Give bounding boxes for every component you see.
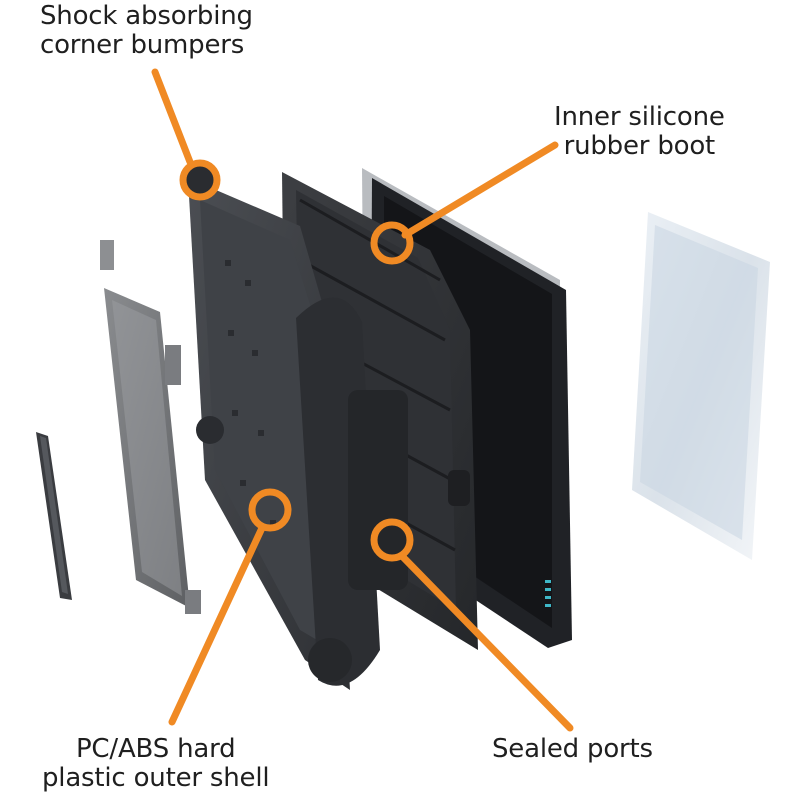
callout-bumpers — [151, 68, 221, 201]
label-sealed-ports-line1: Sealed ports — [492, 734, 653, 764]
shell-ventilation-holes — [225, 260, 276, 526]
outer-hard-shell — [180, 162, 408, 690]
label-rubber-boot: Inner silicone rubber boot — [554, 103, 725, 161]
callout-ports — [370, 518, 574, 732]
screen-protector-glass — [632, 212, 770, 560]
port-cover-strip — [36, 432, 72, 600]
status-indicator-lights — [545, 580, 551, 607]
label-corner-bumpers: Shock absorbing corner bumpers — [40, 2, 253, 60]
callout-boot — [370, 141, 559, 265]
label-rubber-boot-line2: rubber boot — [563, 131, 716, 161]
label-corner-bumpers-line2: corner bumpers — [40, 30, 245, 60]
label-outer-shell-line2: plastic outer shell — [42, 763, 270, 793]
back-mounting-plate — [100, 240, 201, 614]
sealed-port-cover — [348, 390, 408, 590]
label-outer-shell-line1: PC/ABS hard — [75, 734, 236, 764]
side-button — [448, 470, 470, 506]
label-rubber-boot-line1: Inner silicone — [554, 102, 725, 132]
callout-shell — [168, 488, 292, 726]
label-outer-shell: PC/ABS hard plastic outer shell — [42, 734, 270, 793]
label-sealed-ports: Sealed ports — [492, 735, 653, 764]
label-corner-bumpers-line1: Shock absorbing — [40, 1, 253, 31]
